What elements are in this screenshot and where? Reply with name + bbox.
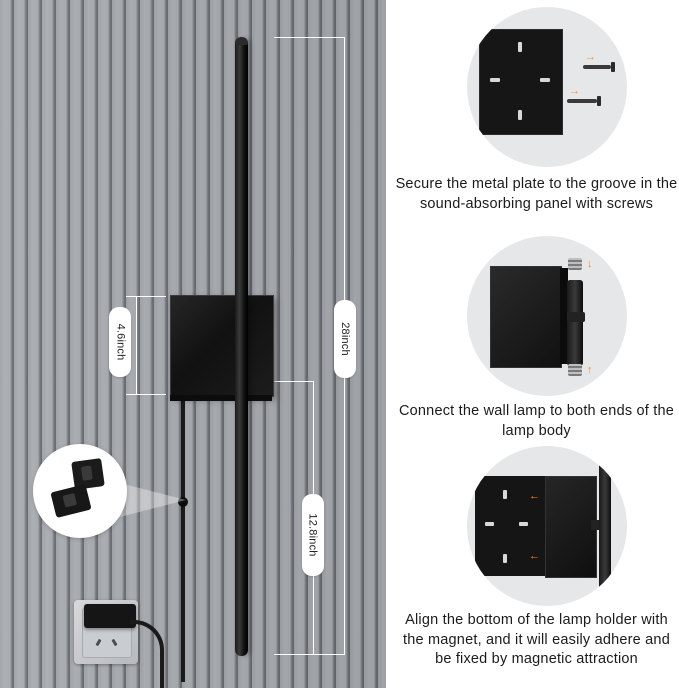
lamp-connection-icon: ↓ ↑ — [467, 236, 627, 396]
lamp-body — [567, 280, 583, 366]
step-3-text: Align the bottom of the lamp holder with… — [403, 612, 670, 667]
screw-icon — [567, 96, 601, 106]
lamp-holder — [170, 295, 274, 397]
screw-icon — [583, 62, 615, 72]
arrow-down-icon: ↓ — [587, 258, 593, 270]
metal-plate — [475, 476, 547, 576]
lamp-holder — [490, 266, 562, 368]
dim-holder-line — [136, 296, 137, 394]
lamp-body — [599, 456, 611, 606]
cable-clip-detail — [33, 444, 127, 538]
arrow-icon: → — [585, 51, 596, 63]
arrow-up-icon: ↑ — [587, 364, 593, 376]
magnet-alignment-icon: ← ← — [467, 446, 627, 606]
arrow-icon: → — [569, 85, 580, 97]
lamp-rod — [235, 38, 248, 656]
power-plug — [84, 604, 136, 628]
connector-icon — [568, 364, 582, 376]
dim-top-tick — [274, 37, 344, 38]
metal-plate-screws-icon: → → — [467, 7, 627, 167]
clip-icon — [50, 484, 92, 518]
step-1-text: Secure the metal plate to the groove in … — [395, 176, 678, 212]
cable-clip — [178, 497, 188, 507]
connector-icon — [568, 258, 582, 270]
slatted-wall-panel: 28inch 4.6inch 12.8inch — [0, 0, 386, 688]
arrow-icon: ← — [529, 490, 540, 502]
arrow-icon: ← — [529, 550, 540, 562]
step-2-text: Connect the wall lamp to both ends of th… — [398, 403, 674, 439]
dim-holder-bottom-tick — [126, 394, 166, 395]
lamp-holder — [545, 476, 597, 578]
power-cable — [181, 398, 185, 682]
dim-holder-top-tick — [126, 296, 166, 297]
dim-bottom-tick — [274, 654, 344, 655]
dim-28-label: 28inch — [334, 300, 356, 378]
installation-steps: → → Secure the metal plate to the groove… — [394, 0, 679, 688]
dim-4-6-label: 4.6inch — [109, 307, 131, 377]
dim-lower-top-tick — [272, 381, 314, 382]
dim-12-8-label: 12.8inch — [302, 494, 324, 576]
metal-plate — [479, 29, 563, 135]
